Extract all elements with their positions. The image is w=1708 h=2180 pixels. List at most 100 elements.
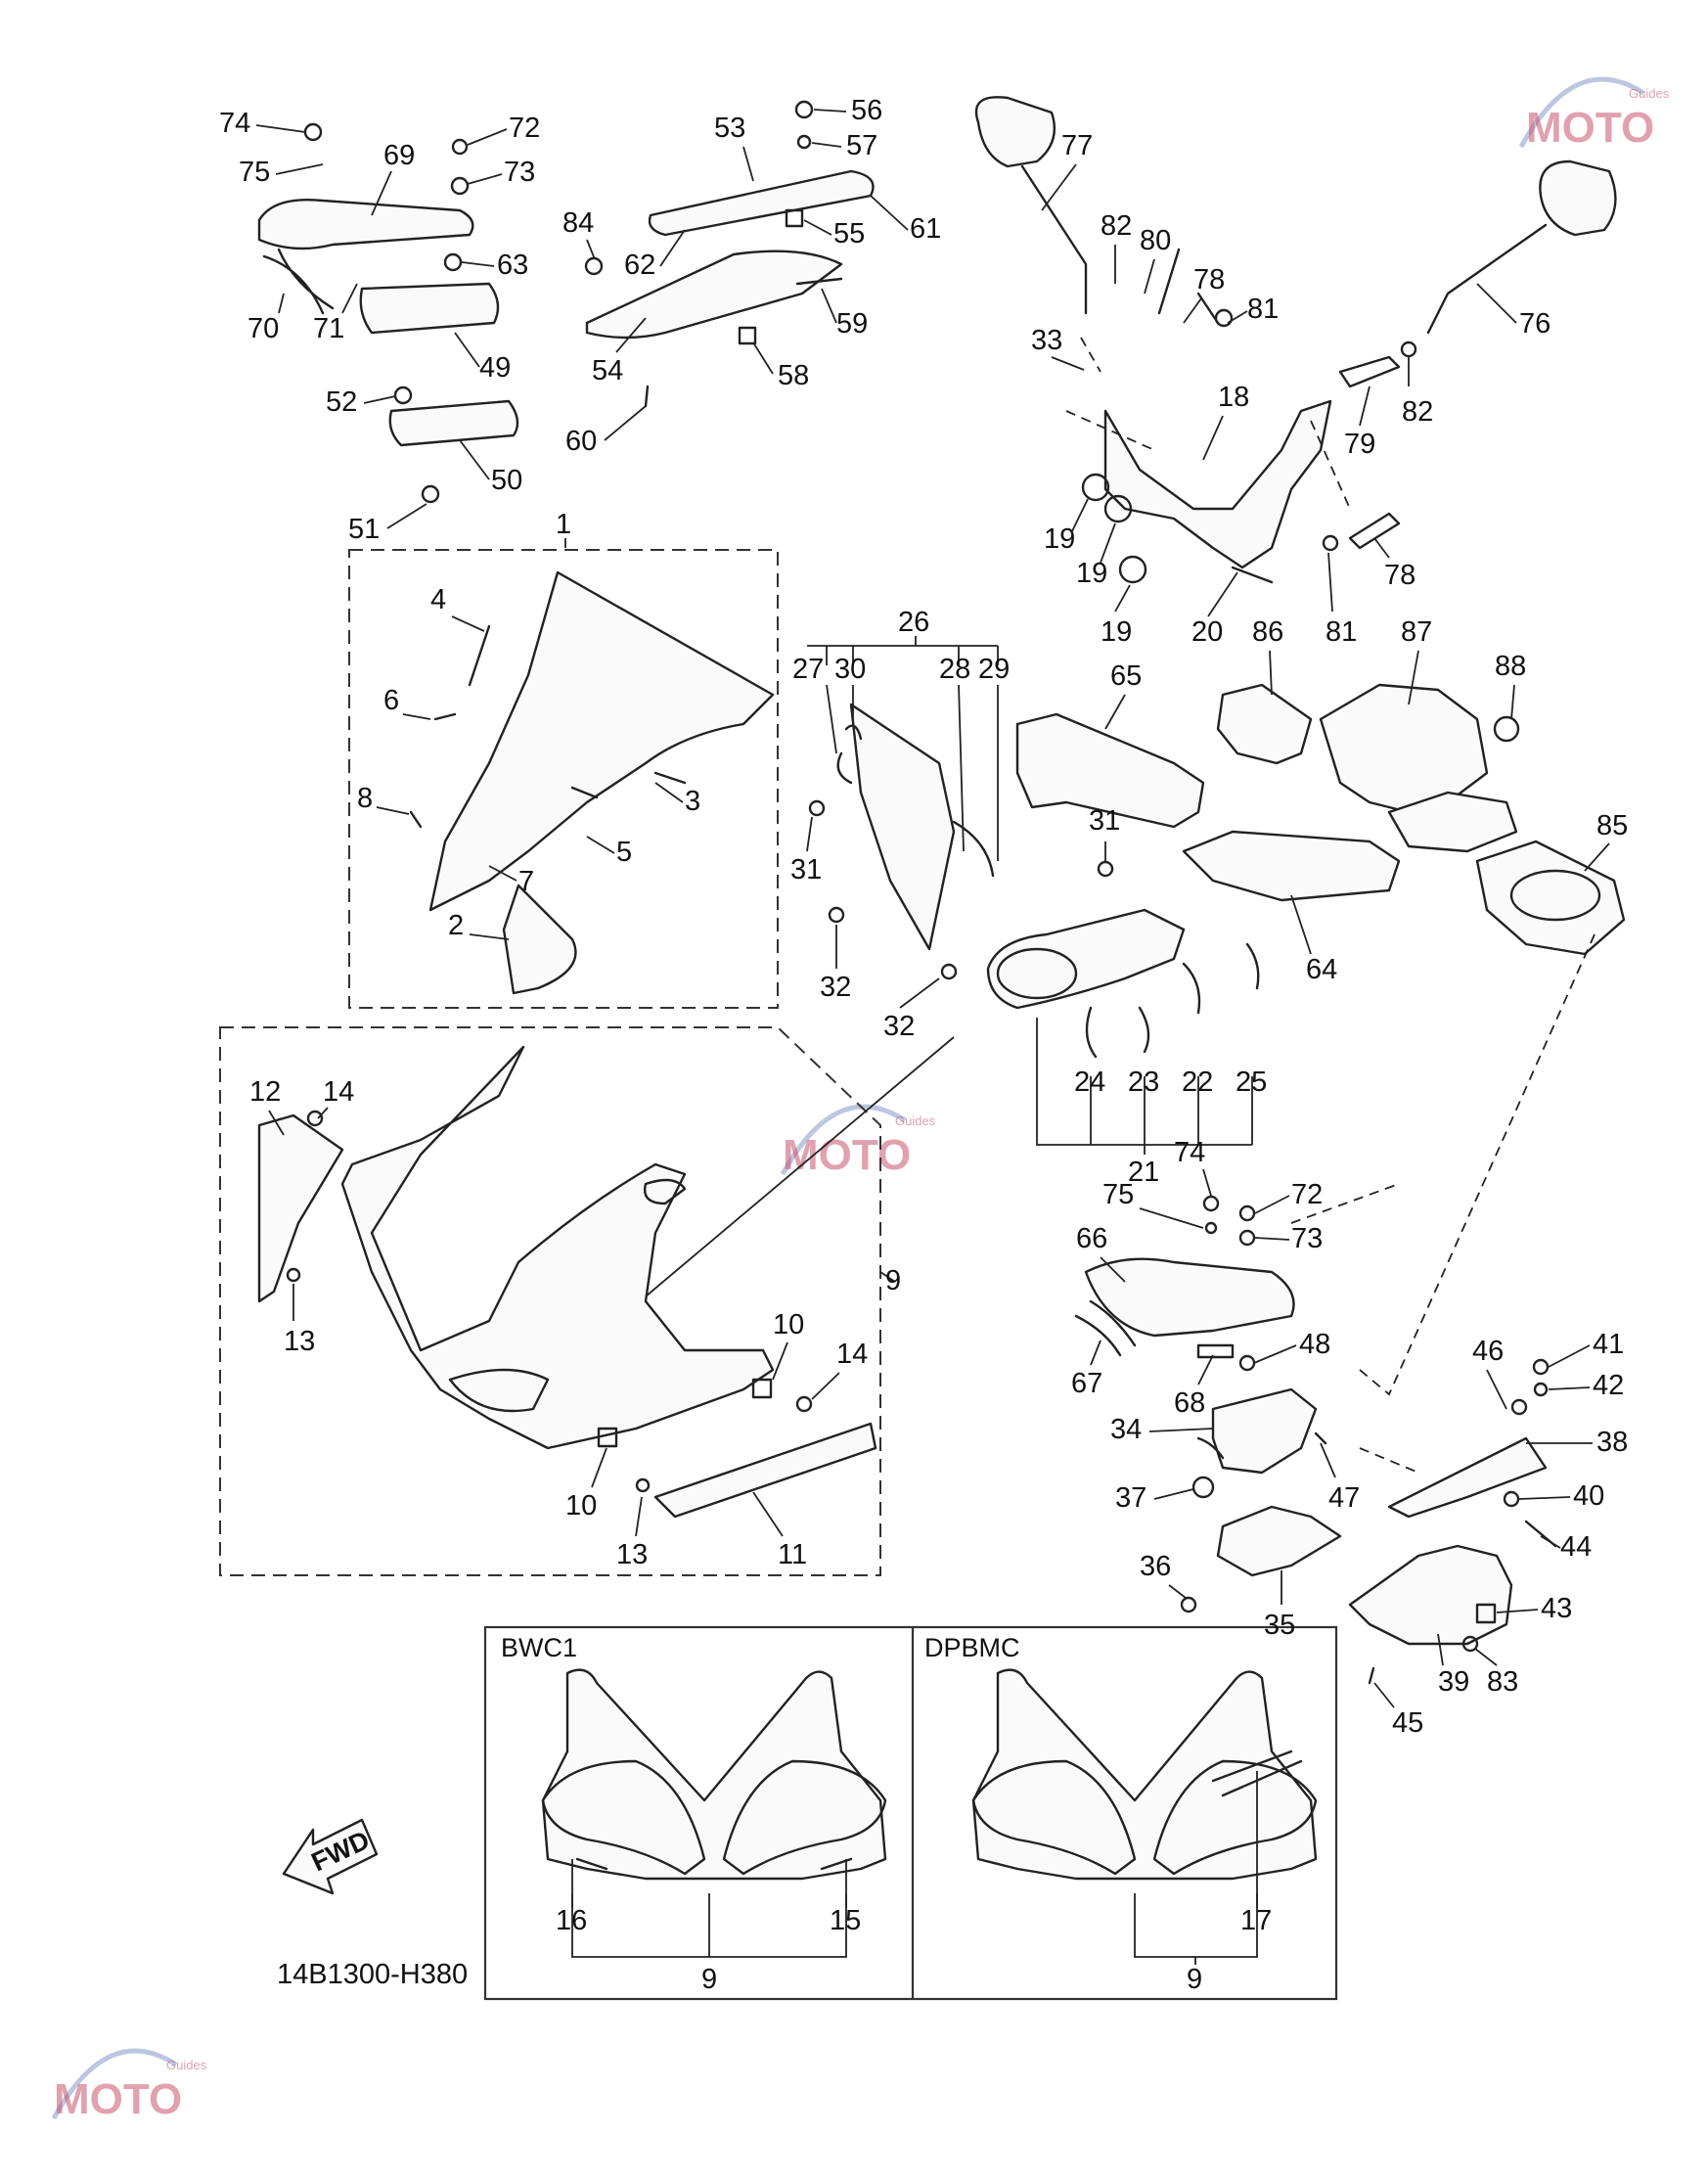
callout-10b: 10	[565, 1490, 597, 1521]
callout-84: 84	[562, 207, 594, 239]
watermark-top-right: MOTO Guides	[1518, 76, 1670, 152]
watermark-bottom-left: MOTO Guides	[51, 2048, 207, 2123]
upper-cowling-group-box	[219, 1026, 881, 1576]
callout-72: 72	[509, 113, 540, 144]
upper-cowling-assembly	[257, 1045, 877, 1519]
callout-64: 64	[1306, 954, 1337, 985]
callout-85: 85	[1596, 810, 1628, 841]
callout-27: 27	[792, 654, 824, 685]
callout-56: 56	[851, 95, 882, 126]
callout-59: 59	[836, 308, 868, 340]
callout-18: 18	[1218, 382, 1249, 413]
callout-75b: 75	[1102, 1179, 1134, 1210]
svg-text:Guides: Guides	[895, 1113, 936, 1128]
callout-81b: 81	[1326, 616, 1357, 648]
callout-82: 82	[1101, 210, 1132, 242]
watermark-center: MOTO Guides	[780, 1104, 936, 1179]
callout-48: 48	[1299, 1329, 1330, 1360]
callout-14b: 14	[836, 1339, 868, 1370]
callout-72b: 72	[1291, 1179, 1323, 1210]
callout-17: 17	[1240, 1905, 1272, 1936]
callout-20: 20	[1191, 616, 1223, 648]
svg-text:MOTO: MOTO	[1526, 104, 1654, 152]
callout-73b: 73	[1291, 1223, 1323, 1254]
callout-74: 74	[219, 108, 250, 139]
callout-67: 67	[1071, 1368, 1102, 1399]
callout-14a: 14	[323, 1076, 354, 1108]
callout-9c: 9	[1187, 1964, 1202, 1995]
callout-79: 79	[1344, 429, 1375, 460]
callout-45: 45	[1392, 1707, 1423, 1739]
callout-88: 88	[1495, 651, 1526, 682]
callout-13b: 13	[616, 1539, 648, 1570]
callout-41: 41	[1593, 1329, 1624, 1360]
duct-to-panel-dashed-guide	[1359, 933, 1596, 1396]
color-variants-frame	[483, 1625, 1338, 2001]
callout-70: 70	[247, 313, 279, 344]
callout-57: 57	[846, 130, 877, 161]
callout-30: 30	[834, 654, 866, 685]
callout-44: 44	[1560, 1531, 1592, 1563]
svg-text:MOTO: MOTO	[783, 1131, 911, 1179]
callout-31a: 31	[790, 854, 822, 886]
callout-63: 63	[497, 250, 528, 281]
svg-text:MOTO: MOTO	[54, 2075, 182, 2123]
top-center-cover-assembly	[584, 100, 875, 408]
callout-9b: 9	[701, 1964, 717, 1995]
fwd-arrow-icon: FWD	[282, 1818, 379, 1895]
callout-21: 21	[1128, 1157, 1159, 1188]
callout-78b: 78	[1384, 560, 1416, 591]
callout-71: 71	[313, 313, 344, 344]
callout-86: 86	[1252, 616, 1283, 648]
callout-19a: 19	[1044, 523, 1075, 555]
callout-15: 15	[830, 1905, 861, 1936]
callout-76: 76	[1519, 308, 1551, 340]
windshield-assembly	[409, 570, 775, 995]
callout-61: 61	[910, 213, 941, 245]
group-bracket-26	[807, 636, 999, 665]
callout-22: 22	[1182, 1067, 1213, 1098]
callout-16: 16	[556, 1905, 587, 1936]
group-bracket-21	[1036, 1018, 1253, 1155]
cowling-variant-bwc1	[541, 1668, 887, 1881]
variant-dpbmc-bracket	[1134, 1893, 1258, 1958]
cowling-variant-dpbmc	[971, 1668, 1318, 1881]
callout-52: 52	[326, 386, 357, 418]
callout-3: 3	[685, 786, 700, 817]
variant-label-dpbmc: DPBMC	[924, 1633, 1020, 1662]
callout-43: 43	[1541, 1593, 1572, 1624]
callout-37: 37	[1115, 1482, 1146, 1514]
windshield-group-box	[348, 549, 779, 1009]
callout-81: 81	[1247, 294, 1279, 325]
callout-25: 25	[1236, 1067, 1267, 1098]
callout-62: 62	[624, 250, 655, 281]
callout-5: 5	[616, 837, 632, 868]
air-duct-assembly	[940, 683, 1626, 1059]
svg-text:Guides: Guides	[166, 2058, 207, 2072]
callout-2: 2	[448, 910, 464, 941]
callout-73: 73	[504, 157, 535, 188]
callout-6: 6	[383, 685, 399, 716]
mirror-and-stay-assembly	[974, 96, 1617, 584]
callout-29: 29	[978, 654, 1010, 685]
callout-35: 35	[1264, 1610, 1295, 1641]
callout-23: 23	[1128, 1067, 1159, 1098]
diagram-code: 14B1300-H380	[277, 1959, 468, 1990]
callout-47: 47	[1328, 1482, 1360, 1514]
right-panel-assembly	[1074, 1195, 1557, 1685]
variant-bwc1-bracket	[571, 1893, 847, 1958]
callout-26: 26	[898, 607, 929, 638]
callout-46: 46	[1472, 1336, 1504, 1367]
callout-51: 51	[348, 514, 380, 545]
callout-32a: 32	[820, 972, 851, 1003]
callout-34: 34	[1110, 1414, 1142, 1445]
callout-33: 33	[1031, 325, 1062, 356]
callout-75: 75	[239, 157, 270, 188]
callout-42: 42	[1593, 1370, 1624, 1401]
callout-65: 65	[1110, 660, 1142, 692]
callout-54: 54	[592, 355, 623, 386]
callout-24: 24	[1074, 1067, 1105, 1098]
mirror-stay-dashed-guides	[1065, 337, 1351, 510]
inner-panel-left-assembly	[257, 122, 519, 504]
